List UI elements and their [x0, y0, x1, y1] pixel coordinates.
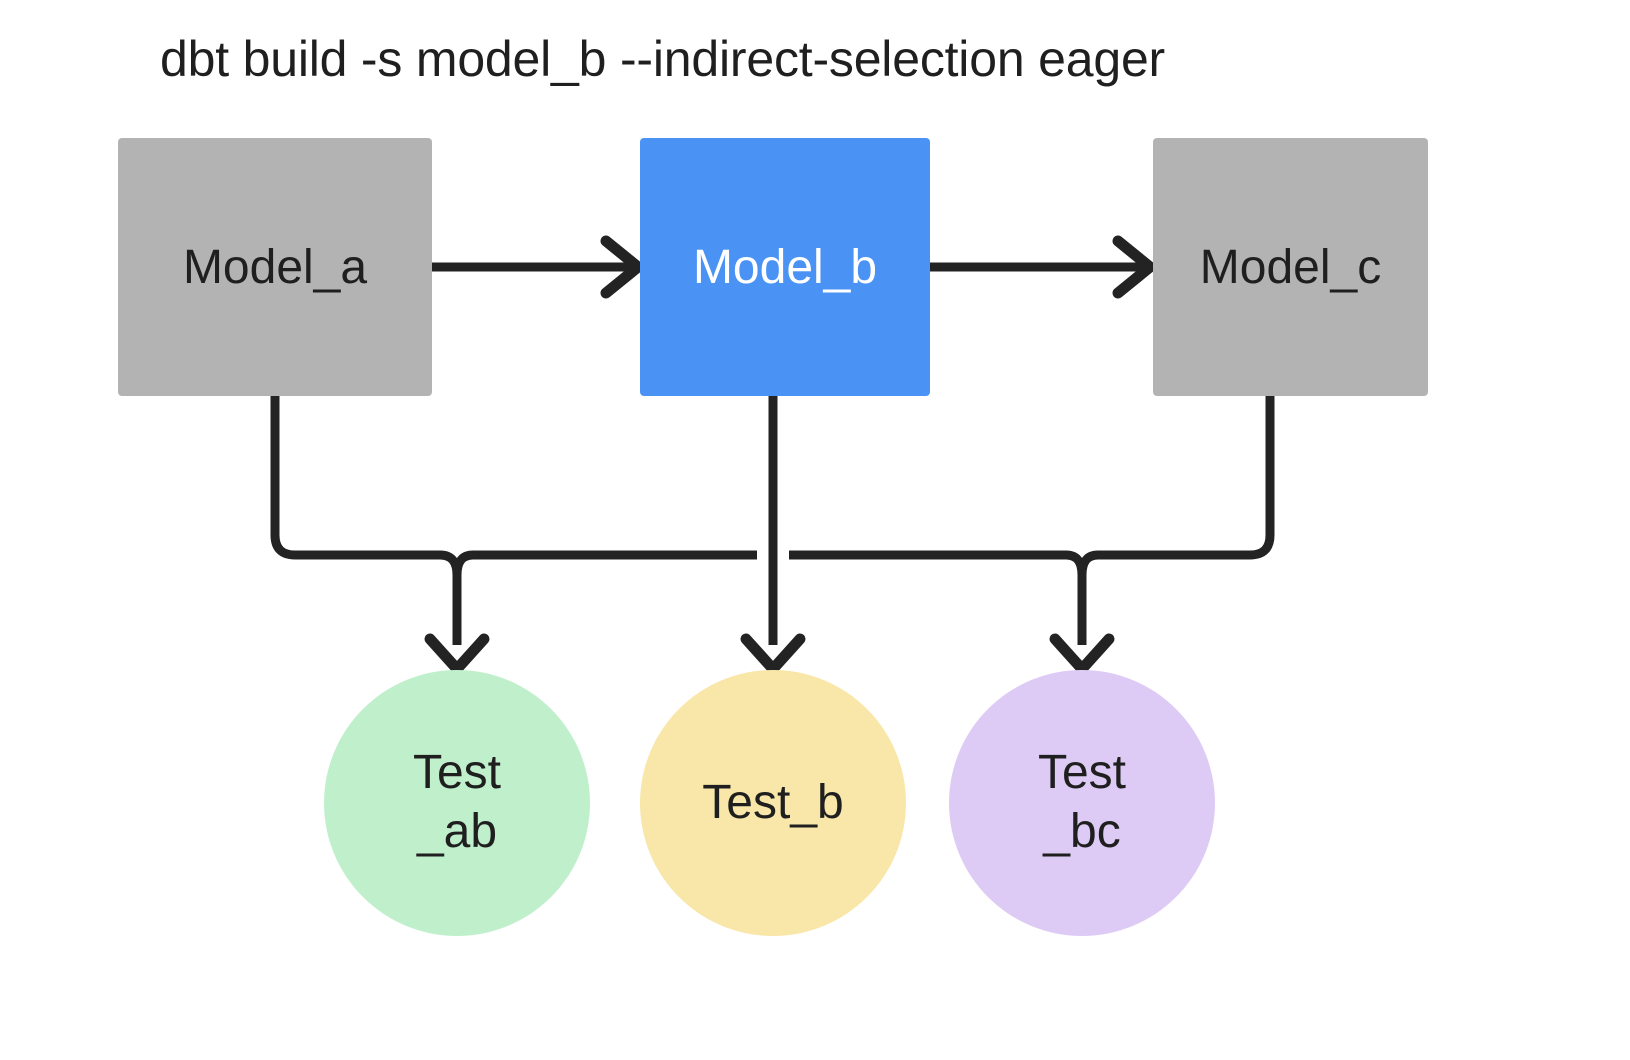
- node-test-ab-label-line2: _ab: [416, 805, 498, 858]
- edge-model-c-drop: [1098, 396, 1275, 560]
- node-test-ab[interactable]: Test _ab: [324, 670, 590, 936]
- node-test-b-label-line1: Test_b: [702, 775, 844, 829]
- edge-branch-test-ab-right-fillet: [452, 550, 474, 576]
- arrowhead-test-ab: [424, 633, 490, 675]
- node-model-a-label: Model_a: [182, 240, 368, 294]
- arrowhead-model-b: [600, 235, 644, 299]
- node-test-b[interactable]: Test_b: [640, 670, 906, 936]
- edge-model-a-drop: [270, 396, 440, 560]
- node-test-ab-label-line1: Test: [412, 746, 502, 800]
- node-test-bc-label-line1: Test: [1037, 746, 1127, 800]
- node-test-ab-label: Test _ab: [413, 744, 501, 861]
- arrowhead-test-b: [740, 633, 806, 675]
- page-title: dbt build -s model_b --indirect-selectio…: [160, 31, 1166, 87]
- node-test-bc-label-line2: _bc: [1043, 805, 1121, 858]
- node-model-b[interactable]: Model_b: [640, 138, 930, 396]
- node-model-b-label: Model_b: [692, 240, 878, 294]
- node-test-bc-label: Test _bc: [1038, 744, 1126, 861]
- node-model-c-label: Model_c: [1199, 240, 1382, 294]
- node-model-c[interactable]: Model_c: [1153, 138, 1428, 396]
- node-test-bc[interactable]: Test _bc: [949, 670, 1215, 936]
- arrowhead-model-c: [1112, 235, 1156, 299]
- node-test-b-label: Test_b: [702, 774, 843, 833]
- edge-branch-test-bc-right-fillet: [1077, 550, 1099, 576]
- node-model-a[interactable]: Model_a: [118, 138, 432, 396]
- arrowhead-test-bc: [1049, 633, 1115, 675]
